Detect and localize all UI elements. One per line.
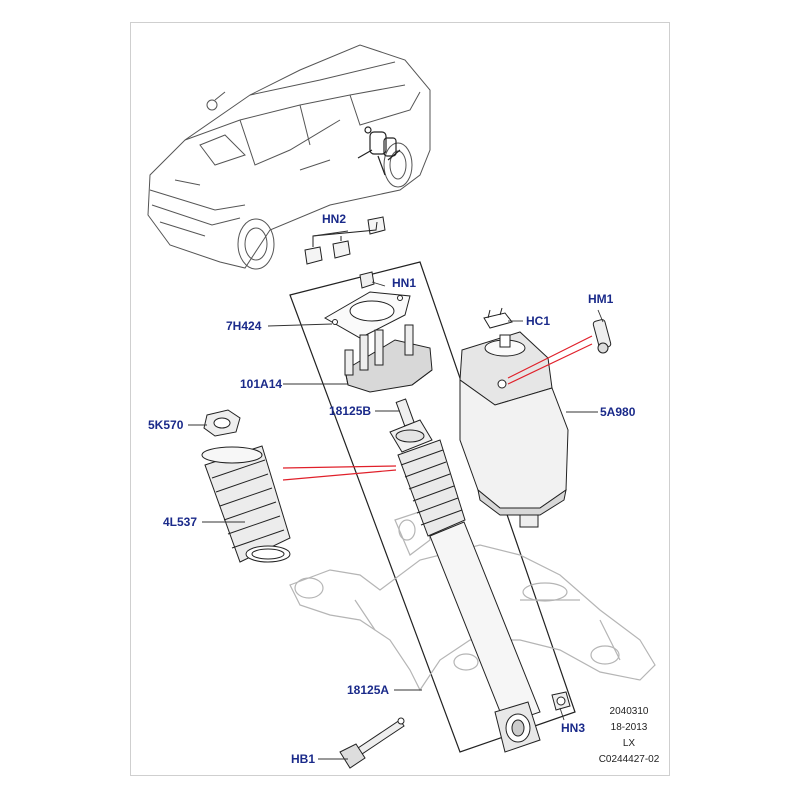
- callout-hn3: HN3: [561, 721, 586, 735]
- top-mount-plate: [323, 291, 411, 339]
- diagram-frame: [130, 22, 670, 776]
- clip-hc1: [483, 307, 513, 329]
- callout-7h424: 7H424: [226, 319, 262, 333]
- callout-hm1: HM1: [588, 292, 614, 306]
- nut-hn1: [359, 271, 375, 289]
- reference-stamp-line2: 18-2013: [610, 722, 648, 733]
- dust-boot: [201, 445, 291, 563]
- vehicle-strut-highlight: [357, 126, 401, 176]
- leader-lines: [188, 230, 604, 760]
- air-spring: [459, 331, 569, 528]
- exploded-view-boundary: [289, 261, 576, 753]
- vehicle-illustration: [147, 44, 431, 270]
- callout-4l537: 4L537: [163, 515, 198, 529]
- reference-stamp-line3: LX: [622, 738, 636, 749]
- nut-hn3: [551, 691, 571, 711]
- subframe-ghost: [289, 509, 656, 692]
- callout-5a980: 5A980: [600, 405, 636, 419]
- nut-hn2-group: [304, 216, 386, 265]
- shock-absorber: [389, 398, 541, 753]
- bolt-hb1: [339, 717, 405, 769]
- reference-stamp-line1: 2040310: [609, 706, 649, 717]
- callout-101a14: 101A14: [240, 377, 283, 391]
- callout-hn2: HN2: [322, 212, 347, 226]
- callout-18125a: 18125A: [347, 683, 390, 697]
- red-leader-lines: [282, 335, 593, 481]
- callout-18125b: 18125B: [329, 404, 372, 418]
- callout-hn1: HN1: [392, 276, 417, 290]
- callout-5k570: 5K570: [148, 418, 184, 432]
- callout-hb1: HB1: [291, 752, 316, 766]
- callout-hc1: HC1: [526, 314, 551, 328]
- nut-5k570: [203, 409, 241, 437]
- reference-stamp-line4: C0244427-02: [598, 754, 660, 765]
- sensor-hm1: [592, 319, 612, 354]
- upper-mount: [344, 324, 433, 393]
